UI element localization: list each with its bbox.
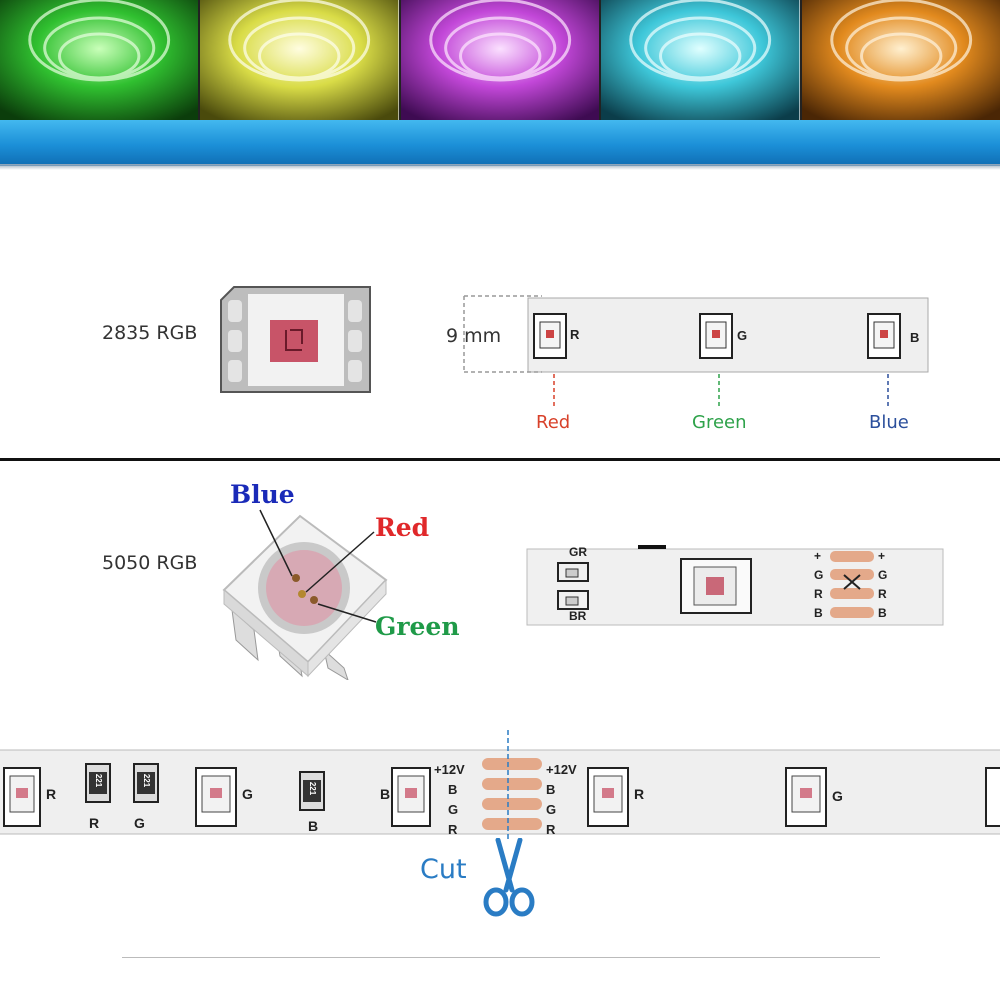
bar-shadow (0, 164, 1000, 170)
strip-2835 (463, 295, 929, 373)
strip-5050 (526, 545, 944, 626)
resistor-code-3: 221 (308, 781, 318, 796)
channel-leader-lines (553, 374, 889, 406)
chip-label-green: Green (375, 612, 460, 641)
banner-tile-green (0, 0, 201, 122)
led-2835-b (867, 313, 901, 359)
cut-label: Cut (420, 854, 467, 885)
channel-red-label: Red (536, 412, 571, 433)
led-2835-r (533, 313, 567, 359)
banner-tile-cyan (601, 0, 802, 122)
cut-line (507, 730, 509, 840)
led-2835-g (699, 313, 733, 359)
cut-strip-letter-5: B (308, 818, 319, 834)
cut-strip-letter-2: R (89, 815, 100, 831)
chip-label-red: Red (375, 513, 430, 542)
strip-5050-gr: GR (569, 545, 587, 559)
cut-strip-letter-1: R (46, 786, 57, 802)
strip-2835-letter-b: B (910, 330, 920, 345)
cut-strip-letter-8: G (832, 788, 843, 804)
cut-strip-letter-3: G (242, 786, 253, 802)
channel-green-label: Green (692, 412, 747, 433)
scissors-icon (483, 838, 535, 917)
cut-strip-letter-4: G (134, 815, 145, 831)
width-9mm-label: 9 mm (446, 325, 502, 347)
label-5050: 5050 RGB (102, 552, 198, 574)
resistor-code-2: 221 (142, 773, 152, 788)
cut-strip-letter-7: R (634, 786, 645, 802)
channel-blue-label: Blue (869, 412, 909, 433)
resistor-code-1: 221 (94, 773, 104, 788)
label-2835: 2835 RGB (102, 322, 198, 344)
blue-header-bar (0, 120, 1000, 166)
chip-5050-image (222, 509, 388, 680)
banner-tile-magenta (400, 0, 602, 122)
strip-2835-letter-g: G (737, 328, 748, 343)
strip-5050-br: BR (569, 609, 587, 623)
section-divider (0, 458, 1000, 461)
cut-strip-letter-6: B (380, 786, 391, 802)
banner-tile-orange (801, 0, 1000, 122)
bottom-rule (122, 957, 880, 958)
color-banner (0, 0, 1000, 122)
chip-label-blue: Blue (230, 480, 295, 509)
banner-tile-yellow (200, 0, 401, 122)
cut-strip (0, 749, 1000, 835)
strip-2835-letter-r: R (570, 327, 580, 342)
chip-2835-image (220, 286, 371, 393)
